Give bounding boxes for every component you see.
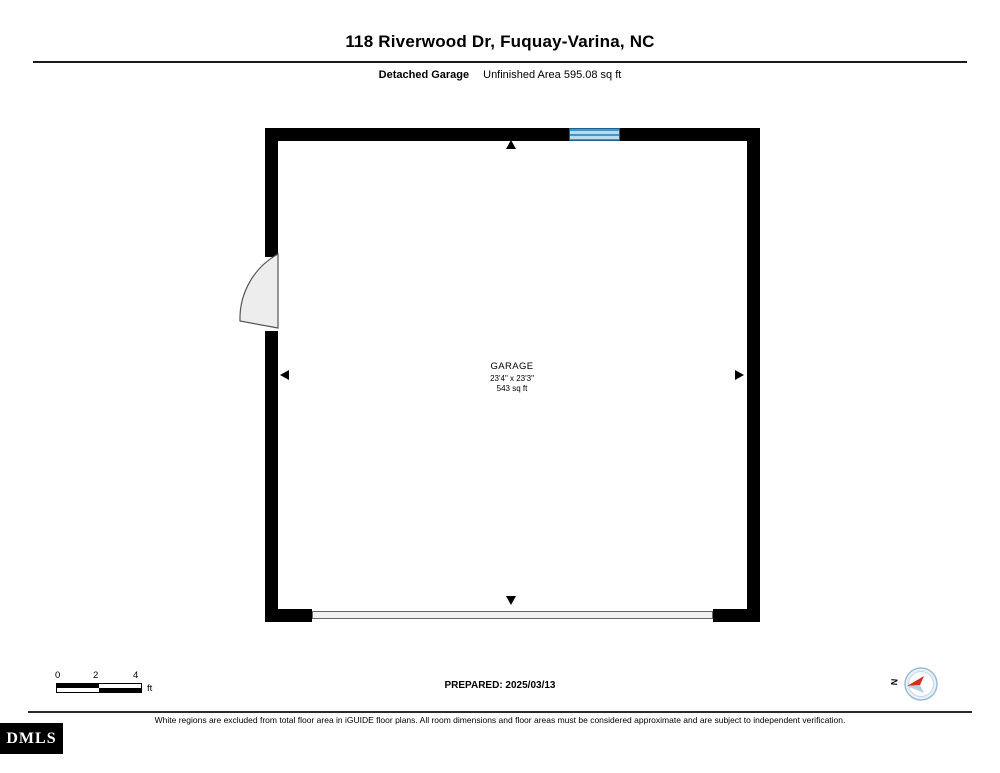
plan-subtitle: Detached Garage Unfinished Area 595.08 sq… <box>0 69 1000 81</box>
footer-divider <box>28 711 972 713</box>
disclaimer-text: White regions are excluded from total fl… <box>154 715 846 725</box>
garage-door-icon <box>312 611 713 619</box>
prepared-date: PREPARED: 2025/03/13 <box>444 680 556 691</box>
mls-watermark: DMLS <box>0 723 63 754</box>
garage-room-outline <box>265 128 760 622</box>
arrow-up-icon <box>506 140 516 149</box>
header-divider <box>33 61 967 63</box>
scale-bar-ruler <box>56 683 142 693</box>
compass-icon <box>904 667 938 701</box>
scale-bar: 0 2 4 ft <box>55 670 185 696</box>
property-title: 118 Riverwood Dr, Fuquay-Varina, NC <box>345 32 655 51</box>
arrow-down-icon <box>506 596 516 605</box>
floor-name-label: Detached Garage <box>378 69 470 81</box>
scale-tick-4: 4 <box>133 670 139 681</box>
arrow-right-icon <box>735 370 744 380</box>
scale-tick-2: 2 <box>93 670 99 681</box>
window-icon <box>569 128 620 141</box>
area-summary-label: Unfinished Area 595.08 sq ft <box>483 69 622 81</box>
door-swing-icon <box>239 252 279 329</box>
room-dimensions: 23'4" x 23'3" <box>490 373 534 383</box>
scale-unit-label: ft <box>147 683 153 694</box>
room-name: GARAGE <box>490 361 534 372</box>
compass-north-label: N <box>888 678 900 686</box>
room-area: 543 sq ft <box>496 384 528 394</box>
scale-tick-0: 0 <box>55 670 61 681</box>
arrow-left-icon <box>280 370 289 380</box>
room-label-block: GARAGE 23'4" x 23'3" 543 sq ft <box>362 361 662 395</box>
